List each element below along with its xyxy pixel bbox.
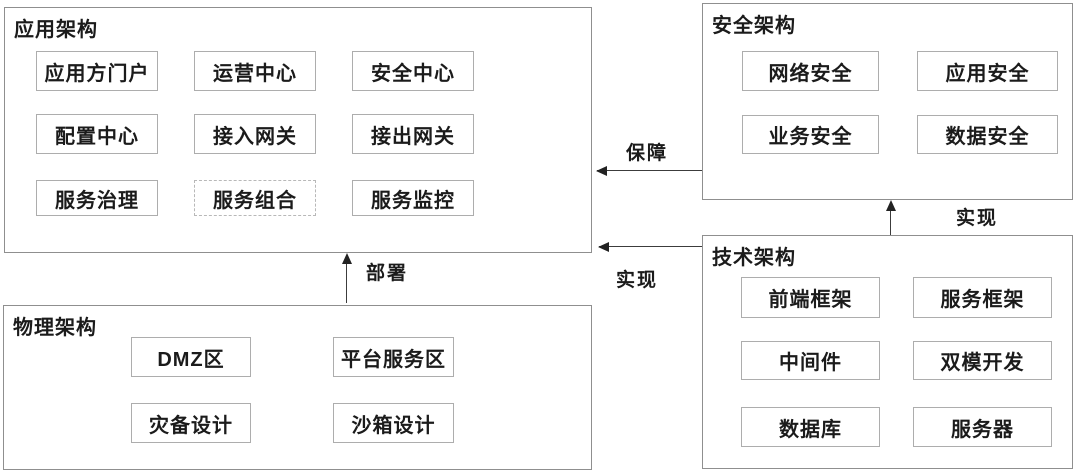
node-app-portal: 应用方门户 [36, 51, 158, 91]
panel-application-architecture: 应用架构 应用方门户 运营中心 安全中心 配置中心 接入网关 接出网关 服务治理… [4, 7, 592, 253]
panel-security-title: 安全架构 [712, 15, 796, 37]
guarantee-arrow-label: 保障 [626, 143, 669, 164]
node-network-security: 网络安全 [742, 51, 879, 91]
deploy-arrowhead-icon [342, 253, 352, 264]
realize-security-arrow-label: 实现 [956, 208, 999, 229]
node-operations-center: 运营中心 [194, 51, 316, 91]
realize-app-arrow-label: 实现 [616, 270, 659, 291]
node-sandbox-design: 沙箱设计 [333, 403, 454, 443]
node-outbound-gateway: 接出网关 [352, 114, 474, 154]
node-config-center: 配置中心 [36, 114, 158, 154]
node-data-security: 数据安全 [917, 115, 1058, 154]
realize-security-arrowhead-icon [886, 200, 896, 211]
node-service-framework: 服务框架 [913, 277, 1052, 318]
panel-technology-architecture: 技术架构 前端框架 服务框架 中间件 双模开发 数据库 服务器 [702, 235, 1073, 469]
node-service-composition: 服务组合 [194, 180, 316, 216]
node-application-security: 应用安全 [917, 51, 1058, 91]
node-security-center: 安全中心 [352, 51, 474, 91]
node-platform-service-zone: 平台服务区 [333, 337, 454, 377]
realize-app-arrow-line [599, 246, 702, 247]
node-dmz-zone: DMZ区 [131, 337, 251, 377]
node-inbound-gateway: 接入网关 [194, 114, 316, 154]
node-business-security: 业务安全 [742, 115, 879, 154]
guarantee-arrowhead-icon [596, 166, 607, 176]
node-frontend-framework: 前端框架 [741, 277, 880, 318]
node-server: 服务器 [913, 407, 1052, 447]
node-dual-mode-development: 双模开发 [913, 341, 1052, 380]
guarantee-arrow-line [597, 170, 702, 171]
deploy-arrow-label: 部署 [366, 263, 409, 284]
panel-physical-architecture: 物理架构 DMZ区 平台服务区 灾备设计 沙箱设计 [3, 305, 592, 470]
realize-app-arrowhead-icon [598, 242, 609, 252]
realize-security-arrow-line [890, 203, 891, 235]
node-service-governance: 服务治理 [36, 180, 158, 216]
node-middleware: 中间件 [741, 341, 880, 380]
deploy-arrow-line [346, 256, 347, 303]
node-database: 数据库 [741, 407, 880, 447]
node-service-monitoring: 服务监控 [352, 180, 474, 216]
node-disaster-recovery-design: 灾备设计 [131, 403, 251, 443]
panel-security-architecture: 安全架构 网络安全 应用安全 业务安全 数据安全 [702, 3, 1073, 200]
panel-technology-title: 技术架构 [712, 247, 796, 269]
panel-application-title: 应用架构 [14, 19, 98, 41]
panel-physical-title: 物理架构 [13, 317, 97, 339]
